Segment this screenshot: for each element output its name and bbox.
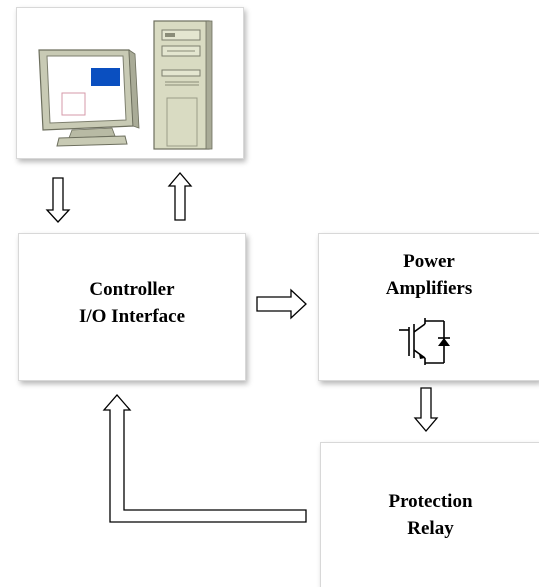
arrow-amplifiers-to-relay — [413, 387, 439, 433]
tower-case-icon — [153, 20, 213, 150]
controller-label: Controller I/O Interface — [19, 276, 245, 330]
screen-window-blue — [91, 68, 120, 86]
screen-window-outline — [61, 92, 86, 116]
controller-label-line1: Controller — [89, 279, 175, 300]
power-amplifiers-label: Power Amplifiers — [319, 248, 539, 302]
protection-relay-block: Protection Relay — [320, 442, 539, 587]
protection-relay-label-line2: Relay — [407, 518, 454, 539]
arrow-controller-to-computer — [167, 171, 193, 221]
protection-relay-label-line1: Protection — [388, 491, 473, 512]
protection-relay-label: Protection Relay — [321, 488, 539, 542]
arrow-relay-to-controller — [102, 394, 307, 523]
arrow-controller-to-amplifiers — [256, 288, 307, 320]
power-amplifiers-label-line2: Amplifiers — [385, 278, 473, 299]
computer-workstation-icon — [38, 20, 213, 150]
arrow-computer-to-controller — [45, 177, 71, 223]
igbt-transistor-icon — [399, 318, 450, 365]
computer-workstation-box — [16, 7, 244, 159]
controller-label-line2: I/O Interface — [78, 306, 186, 327]
power-amplifiers-label-line1: Power — [403, 251, 455, 272]
controller-io-interface-block: Controller I/O Interface — [18, 233, 246, 381]
power-amplifiers-block: Power Amplifiers — [318, 233, 539, 381]
monitor-icon — [38, 49, 140, 147]
